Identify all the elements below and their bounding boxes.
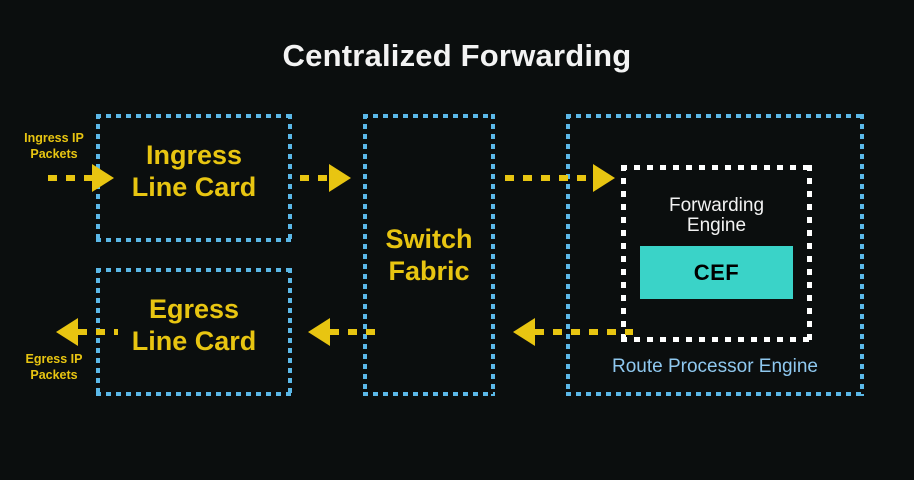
ingress-line-card-label: Ingress Line Card	[131, 140, 257, 202]
arrow-forwarding-engine-to-fabric-line	[535, 329, 633, 335]
arrow-fabric-to-egress-line	[330, 329, 378, 335]
arrow-fabric-to-forwarding-engine-line	[505, 175, 603, 181]
arrow-ingress-to-fabric-line	[300, 175, 348, 181]
ingress-line-card-box[interactable]	[96, 114, 292, 242]
switch-fabric-box[interactable]	[363, 114, 495, 396]
arrow-egress-packets-out-head	[56, 318, 78, 346]
route-processor-engine-label: Route Processor Engine	[612, 356, 818, 377]
arrow-fabric-to-egress-head	[308, 318, 330, 346]
arrow-ingress-packets-line	[48, 175, 94, 181]
egress-line-card-label: Egress Line Card	[131, 294, 257, 356]
forwarding-engine-label: Forwarding Engine	[668, 195, 765, 236]
ingress-packets-label: Ingress IP Packets	[24, 131, 84, 161]
arrow-ingress-to-fabric-head	[329, 164, 351, 192]
egress-packets-label: Egress IP Packets	[25, 352, 83, 382]
arrow-forwarding-engine-to-fabric-head	[513, 318, 535, 346]
page-title: Centralized Forwarding	[282, 38, 632, 73]
egress-line-card-box[interactable]	[96, 268, 292, 396]
switch-fabric-label: Switch Fabric	[385, 224, 473, 286]
cef-block[interactable]: CEF	[640, 246, 793, 299]
arrow-ingress-packets-head	[92, 164, 114, 192]
arrow-fabric-to-forwarding-engine-head	[593, 164, 615, 192]
arrow-egress-packets-out-line	[78, 329, 118, 335]
